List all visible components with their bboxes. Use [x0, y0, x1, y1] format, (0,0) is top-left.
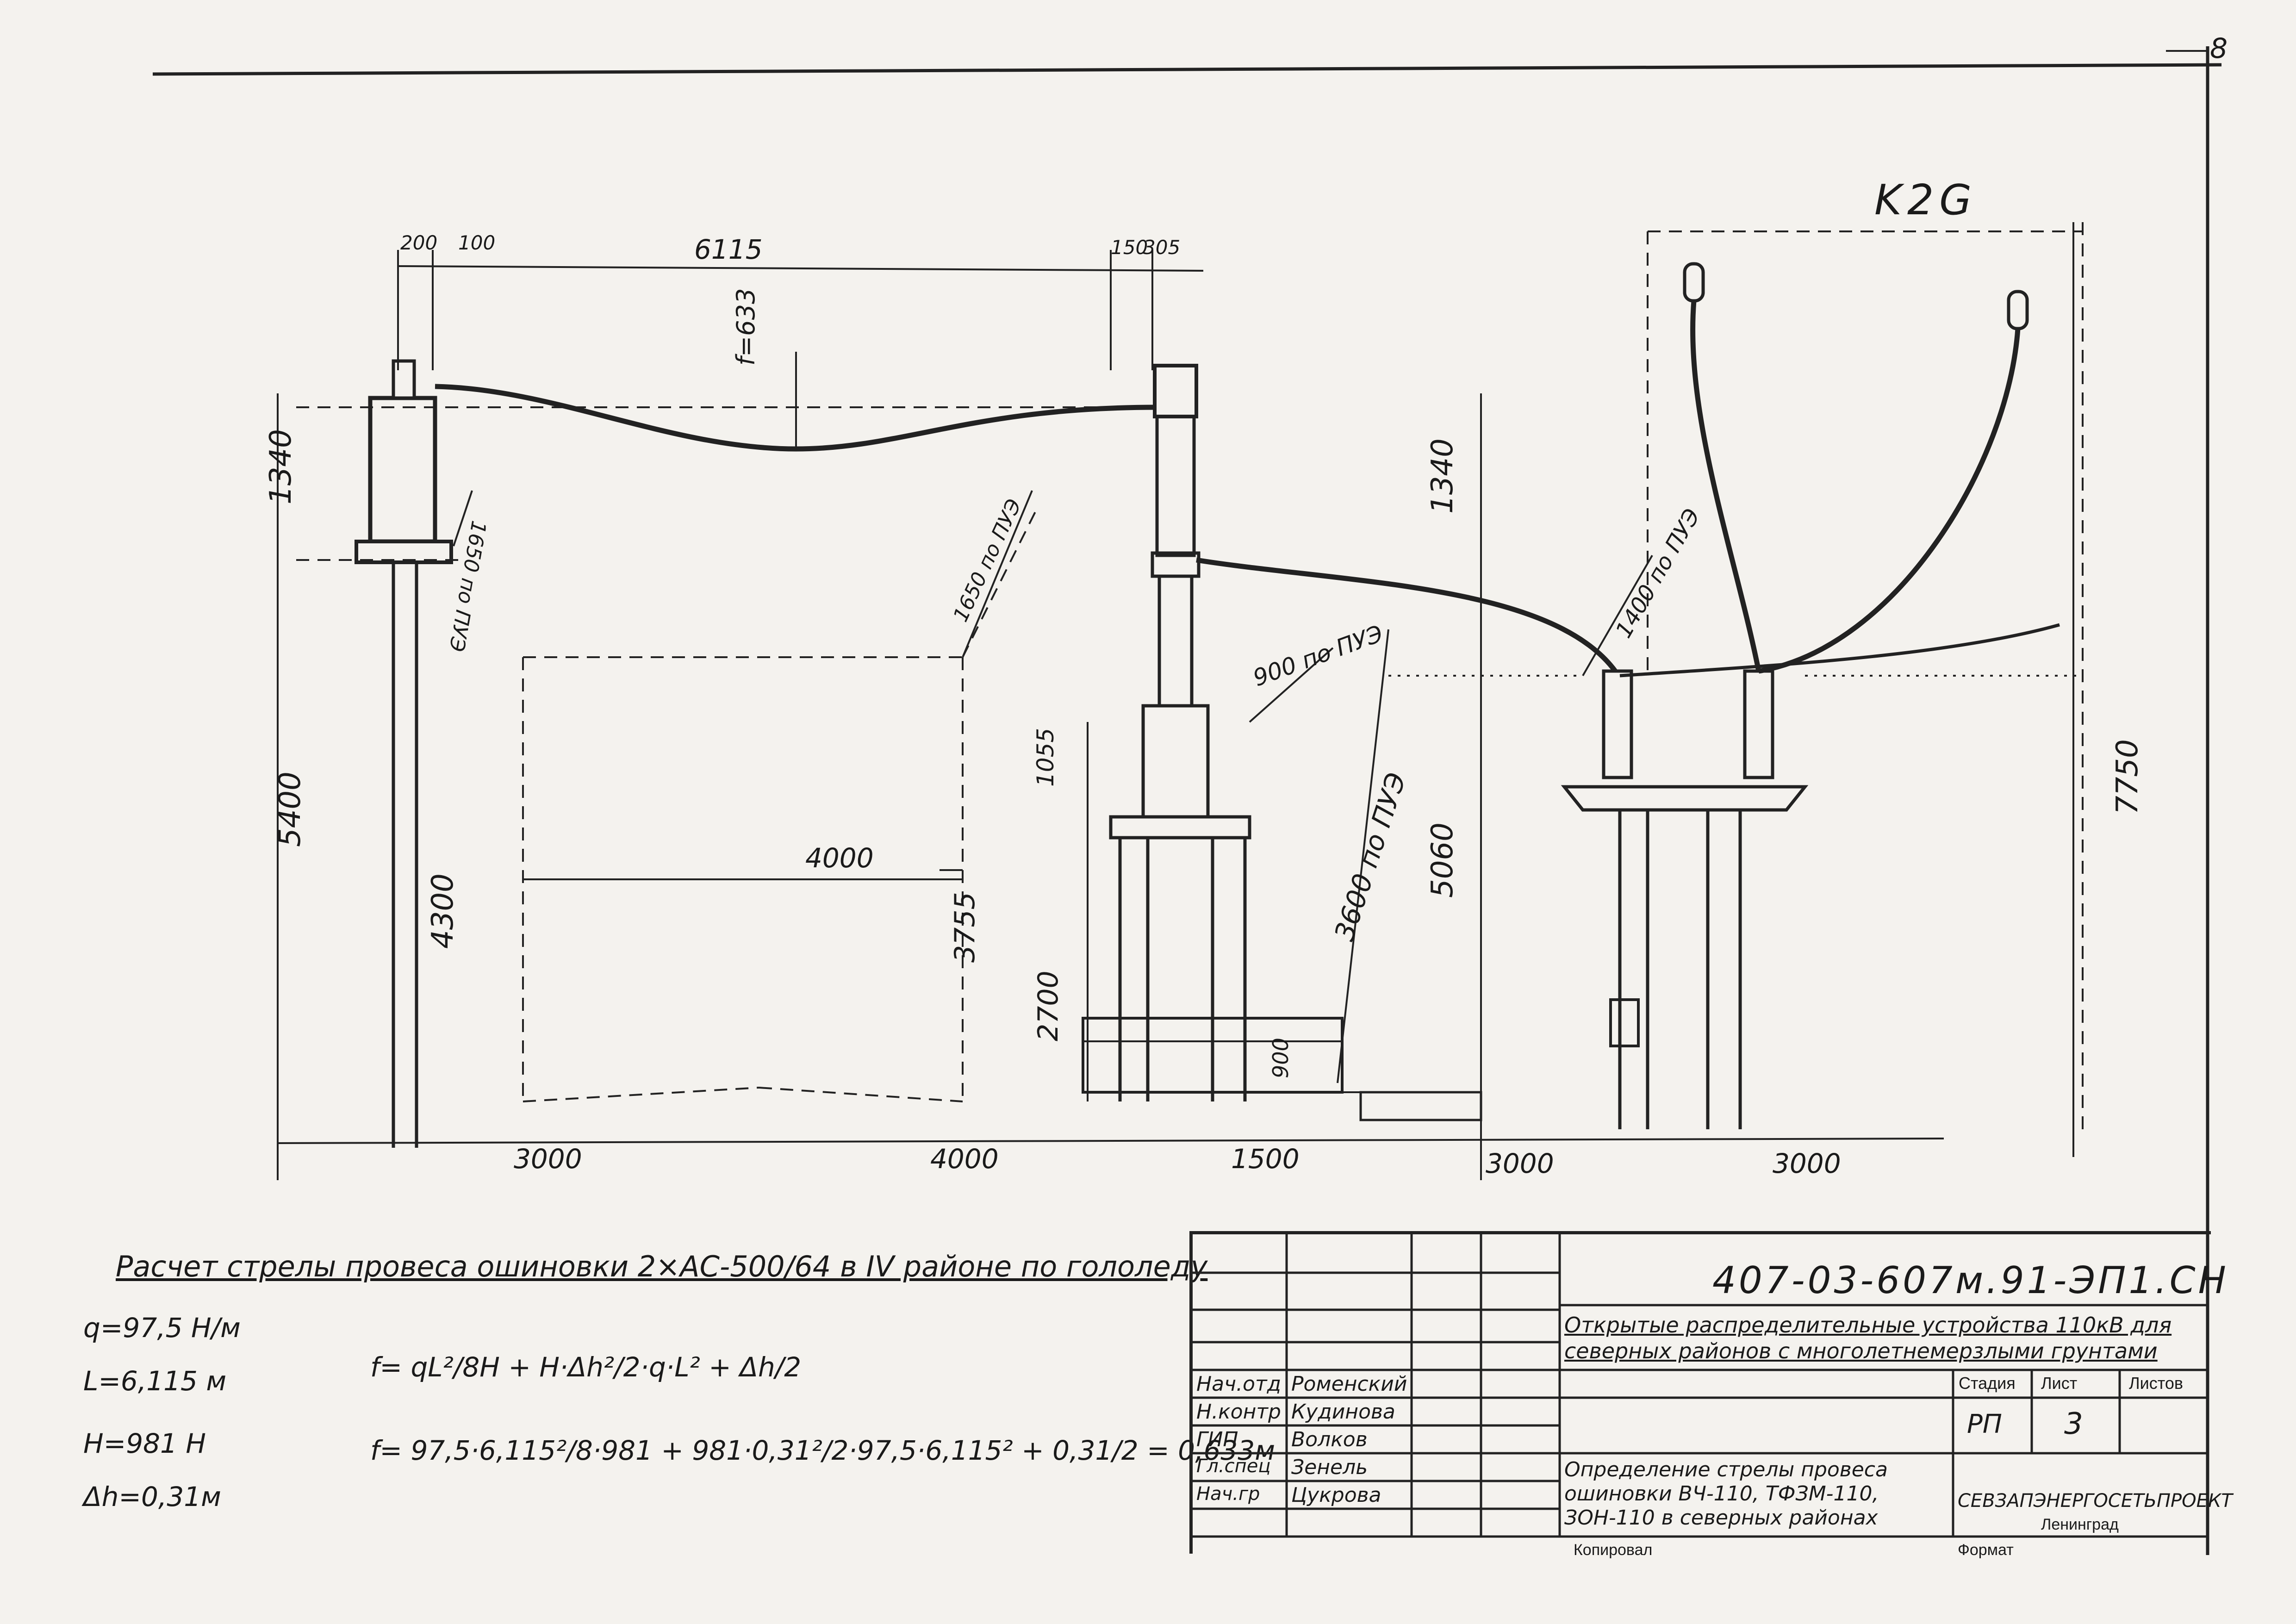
header-sheet: Лист [2041, 1374, 2078, 1393]
dim-100: 100 [458, 231, 496, 254]
stage-value: РП [1967, 1409, 2002, 1439]
drawing-code: 407-03-607м.91-ЭП1.СН [1712, 1259, 2229, 1302]
sheet-value: 3 [2064, 1407, 2083, 1441]
calc-formula-2: f= 97,5·6,115²/8·981 + 981·0,31²/2·97,5·… [370, 1435, 1275, 1466]
right-apparatus [1561, 262, 2060, 1129]
stamp-name-5: Цукрова [1291, 1483, 1381, 1507]
dim-bottom-4000: 4000 [930, 1143, 999, 1175]
stamp-name-4: Зенель [1291, 1456, 1368, 1479]
stamp-role-2: Н.контр [1196, 1400, 1281, 1424]
dim-200: 200 [400, 231, 438, 254]
calc-formula-1: f= qL²/8H + H·Δh²/2·q·L² + Δh/2 [370, 1351, 802, 1383]
dim-bottom-3000-2: 3000 [1486, 1148, 1554, 1179]
dim-bottom-1500: 1500 [1231, 1143, 1300, 1175]
format-label: Формат [1958, 1541, 2014, 1559]
dim-4000-inner: 4000 [805, 842, 874, 874]
stamp-name-2: Кудинова [1291, 1400, 1395, 1424]
sheet-frame [152, 46, 2222, 1555]
drawing-description: Открытые распределительные устройства 11… [1564, 1313, 2172, 1363]
drop-lead [1196, 557, 1618, 673]
calc-q: q=97,5 Н/м [83, 1312, 241, 1344]
stamp-name-1: Роменский [1291, 1372, 1407, 1396]
dim-150: 150 [1111, 236, 1148, 259]
sheet-number: 8 [2210, 32, 2228, 65]
organization: СЕВЗАПЭНЕРГОСЕТЬПРОЕКТ [1958, 1490, 2233, 1512]
header-stage: Стадия [1959, 1374, 2016, 1393]
header-sheets: Листов [2129, 1374, 2183, 1393]
stamp-role-3: ГИП [1196, 1428, 1238, 1451]
dim-305: 305 [1143, 236, 1181, 259]
stamp-role-4: Гл.спец [1196, 1456, 1271, 1477]
left-insulator [355, 359, 453, 1148]
dim-bottom-3000-1: 3000 [514, 1143, 582, 1175]
dim-6115: 6115 [694, 234, 763, 265]
title-block [1189, 1231, 2211, 1554]
dimension-lines [277, 222, 2074, 1180]
title-label: K2G [1874, 176, 1978, 224]
copied-label: Копировал [1574, 1541, 1653, 1559]
calc-heading: Расчет стрелы провеса ошиновки 2×АС-500/… [116, 1250, 1208, 1283]
stamp-name-3: Волков [1291, 1428, 1368, 1451]
calc-dh: Δh=0,31м [83, 1481, 221, 1512]
stamp-role-1: Нач.отд [1196, 1372, 1282, 1396]
stamp-role-5: Нач.гр [1196, 1483, 1260, 1505]
sheet-title: Определение стрелы провеса ошиновки ВЧ-1… [1564, 1458, 1888, 1530]
calc-l: L=6,115 м [83, 1365, 227, 1397]
calc-h: H=981 Н [83, 1428, 206, 1459]
dim-bottom-3000-3: 3000 [1773, 1148, 1841, 1179]
city: Ленинград [2041, 1516, 2119, 1533]
